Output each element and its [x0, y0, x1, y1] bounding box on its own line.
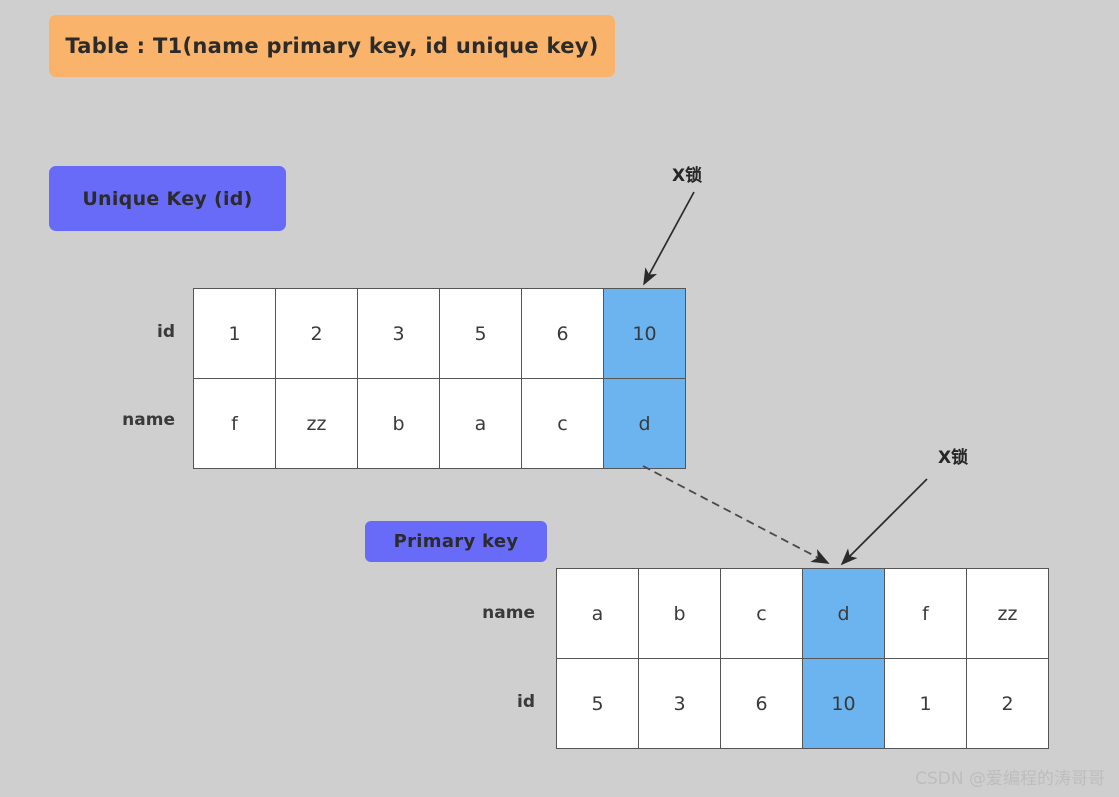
x-lock-arrow-unique	[643, 191, 695, 286]
table-row: 1 2 3 5 6 10	[193, 288, 686, 379]
primary-table-row-label-id: id	[517, 692, 535, 712]
table-cell: 5	[439, 288, 522, 379]
x-lock-label-primary: X锁	[938, 448, 969, 468]
table-cell: 1	[193, 288, 276, 379]
x-lock-label-unique: X锁	[672, 166, 703, 186]
table-row: f zz b a c d	[193, 378, 686, 469]
table-cell: 5	[556, 658, 639, 749]
table-cell: a	[439, 378, 522, 469]
table-cell: f	[193, 378, 276, 469]
table-cell: b	[357, 378, 440, 469]
unique-table-row-label-id: id	[157, 322, 175, 342]
table-cell-locked: 10	[603, 288, 686, 379]
table-cell: 6	[720, 658, 803, 749]
table-cell: zz	[966, 568, 1049, 659]
table-cell-locked: d	[603, 378, 686, 469]
table-cell: f	[884, 568, 967, 659]
primary-table-row-label-name: name	[482, 603, 535, 623]
table-cell: a	[556, 568, 639, 659]
table-cell: 2	[966, 658, 1049, 749]
table-definition-banner: Table : T1(name primary key, id unique k…	[49, 15, 615, 77]
table-cell: 2	[275, 288, 358, 379]
table-cell: 6	[521, 288, 604, 379]
table-cell: 1	[884, 658, 967, 749]
watermark: CSDN @爱编程的涛哥哥	[915, 769, 1105, 789]
table-row: a b c d f zz	[556, 568, 1049, 659]
unique-index-table: 1 2 3 5 6 10 f zz b a c d	[193, 288, 686, 469]
primary-key-label-box: Primary key	[365, 521, 547, 562]
table-cell-locked: d	[802, 568, 885, 659]
primary-index-table: a b c d f zz 5 3 6 10 1 2	[556, 568, 1049, 749]
table-cell: 3	[638, 658, 721, 749]
table-cell: b	[638, 568, 721, 659]
table-cell: c	[521, 378, 604, 469]
unique-table-row-label-name: name	[122, 410, 175, 430]
table-row: 5 3 6 10 1 2	[556, 658, 1049, 749]
table-cell: c	[720, 568, 803, 659]
index-lookup-arrow	[642, 465, 830, 564]
table-cell: 3	[357, 288, 440, 379]
table-cell: zz	[275, 378, 358, 469]
x-lock-arrow-primary	[840, 478, 928, 566]
unique-key-label-box: Unique Key (id)	[49, 166, 286, 231]
table-cell-locked: 10	[802, 658, 885, 749]
